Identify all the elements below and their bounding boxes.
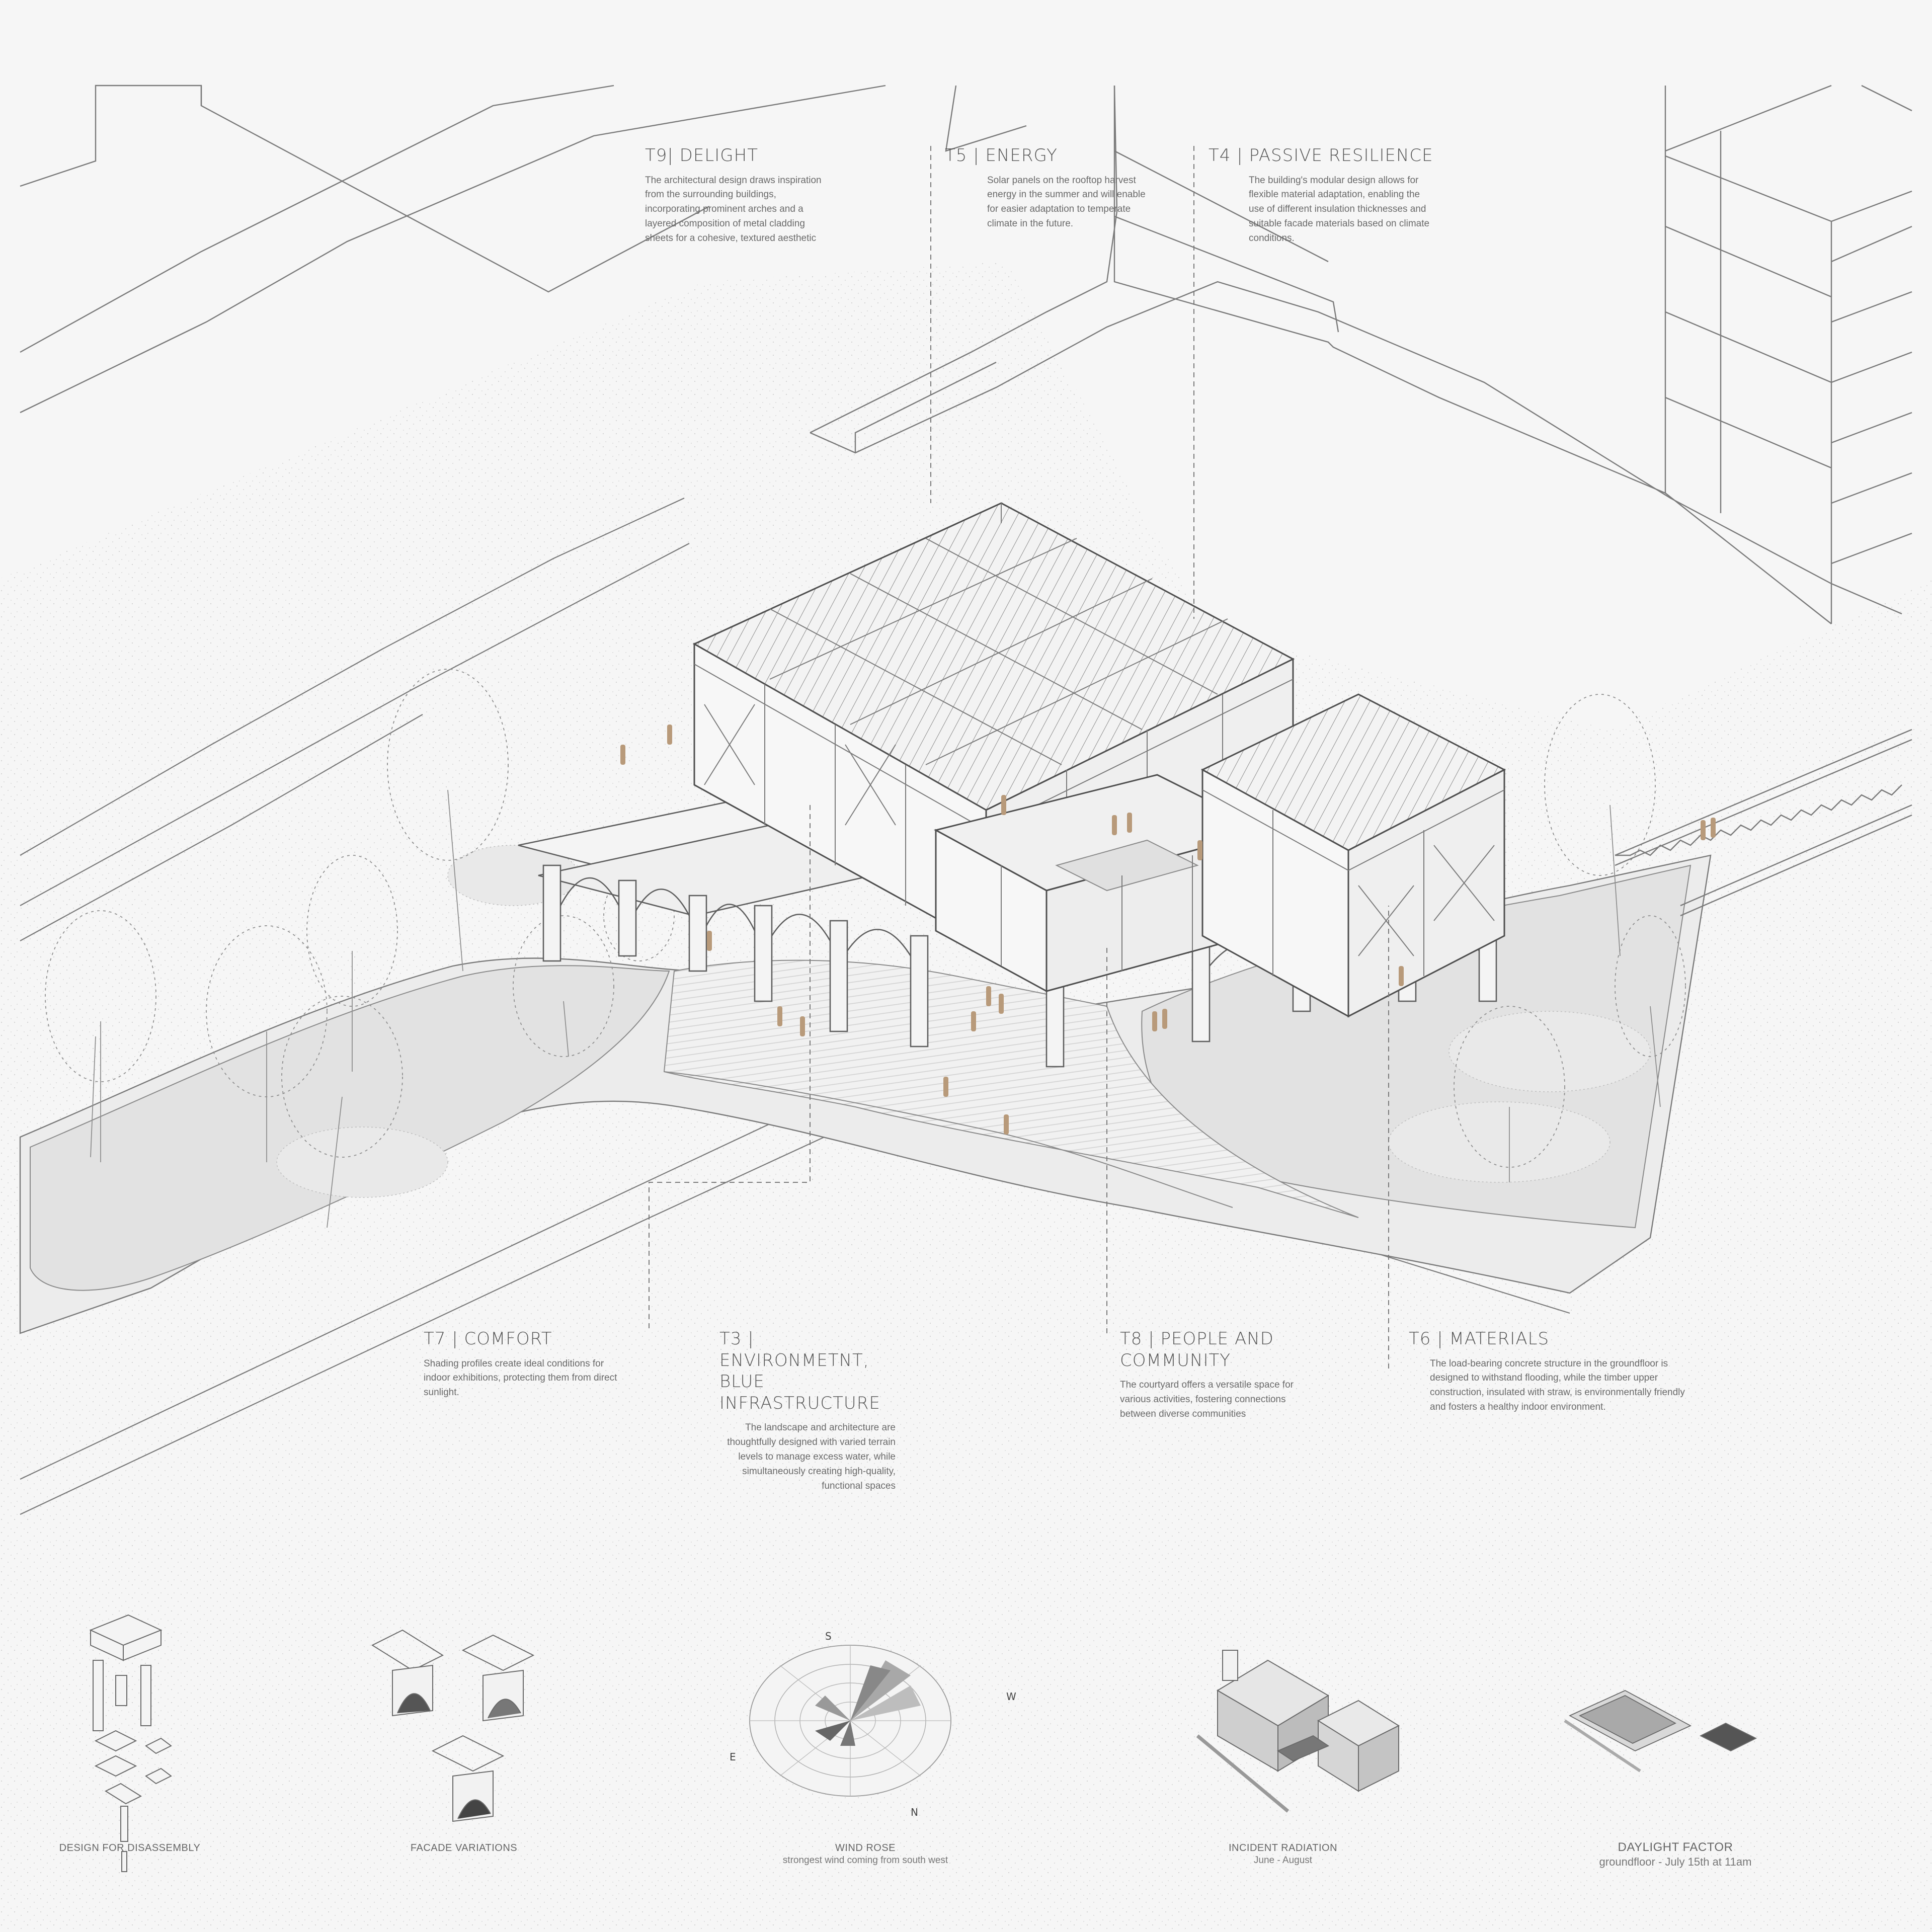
annotation-text: Shading profiles create ideal conditions…	[424, 1358, 617, 1398]
context-buildings	[20, 85, 1912, 624]
tree	[1615, 915, 1686, 1107]
caption-label: WIND ROSE	[835, 1842, 896, 1854]
annotation-title: T5 | ENERGY	[945, 145, 1058, 166]
daylight-factor-diagram	[1564, 1689, 1757, 1773]
caption-daylight: DAYLIGHT FACTOR groundfloor - July 15th …	[1599, 1840, 1752, 1869]
annotation-title: T4 | PASSIVE RESILIENCE	[1209, 145, 1433, 166]
caption-windrose: WIND ROSE strongest wind coming from sou…	[783, 1842, 948, 1866]
annotation-text: The building's modular design allows for…	[1249, 175, 1430, 244]
top-background	[0, 0, 1932, 730]
annotation-text: The courtyard offers a versatile space f…	[1120, 1380, 1294, 1419]
tree	[513, 915, 614, 1057]
annotation-text: Solar panels on the rooftop harvest ener…	[987, 175, 1146, 229]
compass-west: W	[1006, 1691, 1016, 1703]
compass-east: E	[730, 1751, 736, 1763]
tree	[206, 925, 328, 1162]
annotation-t6: T6 | MATERIALS The load-bearing concrete…	[1409, 1328, 1731, 1415]
bridge-truss	[1615, 729, 1912, 917]
annotation-t8: T8 | PEOPLE AND COMMUNITY The courtyard …	[1120, 1328, 1331, 1422]
caption-sub: strongest wind coming from south west	[782, 1855, 948, 1866]
tree	[281, 996, 403, 1228]
caption-label: DAYLIGHT FACTOR	[1618, 1840, 1733, 1854]
incident-radiation-diagram	[1196, 1650, 1400, 1813]
annotation-text: The landscape and architecture are thoug…	[727, 1422, 896, 1491]
plaza-step	[664, 1071, 1233, 1208]
annotation-text: The architectural design draws inspirati…	[645, 175, 822, 244]
wind-rose-diagram	[749, 1645, 951, 1797]
caption-sub: groundfloor - July 15th at 11am	[1599, 1856, 1752, 1868]
annotation-t7: T7 | COMFORT Shading profiles create ide…	[424, 1328, 665, 1400]
tree	[603, 870, 675, 961]
caption-sub: June - August	[1253, 1855, 1313, 1866]
tree	[306, 855, 398, 1072]
disassembly-diagram	[89, 1614, 172, 1872]
caption-label: INCIDENT RADIATION	[1228, 1842, 1338, 1854]
tree	[45, 910, 156, 1162]
leader-lines	[649, 146, 1389, 1369]
tree	[387, 669, 509, 972]
annotation-title: T3 | ENVIRONMETNT, BLUE INFRASTRUCTURE	[719, 1329, 880, 1413]
caption-disassembly: DESIGN FOR DISASSEMBLY	[59, 1842, 201, 1854]
annotation-title: T9| DELIGHT	[645, 145, 758, 166]
people	[620, 725, 1716, 1135]
annotation-t3: T3 | ENVIRONMETNT, BLUE INFRASTRUCTURE T…	[654, 1328, 896, 1493]
small-building	[1200, 693, 1506, 1018]
caption-radiation: INCIDENT RADIATION June - August	[1229, 1842, 1337, 1866]
caption-facade: FACADE VARIATIONS	[411, 1842, 517, 1854]
annotation-title: T8 | PEOPLE AND COMMUNITY	[1120, 1329, 1274, 1371]
tree	[1544, 694, 1656, 956]
tree	[1454, 1006, 1565, 1182]
annotation-text: The load-bearing concrete structure in t…	[1430, 1358, 1685, 1413]
annotation-title: T6 | MATERIALS	[1409, 1329, 1550, 1349]
annotation-title: T7 | COMFORT	[424, 1329, 552, 1349]
annotation-t5: T5 | ENERGY Solar panels on the rooftop …	[945, 145, 1158, 231]
compass-north: N	[911, 1806, 918, 1818]
trees	[45, 669, 1686, 1228]
annotation-t4: T4 | PASSIVE RESILIENCE The building's m…	[1209, 145, 1470, 246]
compass-south: S	[825, 1630, 832, 1642]
facade-variations-diagram	[371, 1629, 535, 1822]
caption-label: DESIGN FOR DISASSEMBLY	[59, 1842, 201, 1854]
caption-label: FACADE VARIATIONS	[410, 1842, 518, 1854]
annotation-t9: T9| DELIGHT The architectural design dra…	[645, 145, 856, 246]
